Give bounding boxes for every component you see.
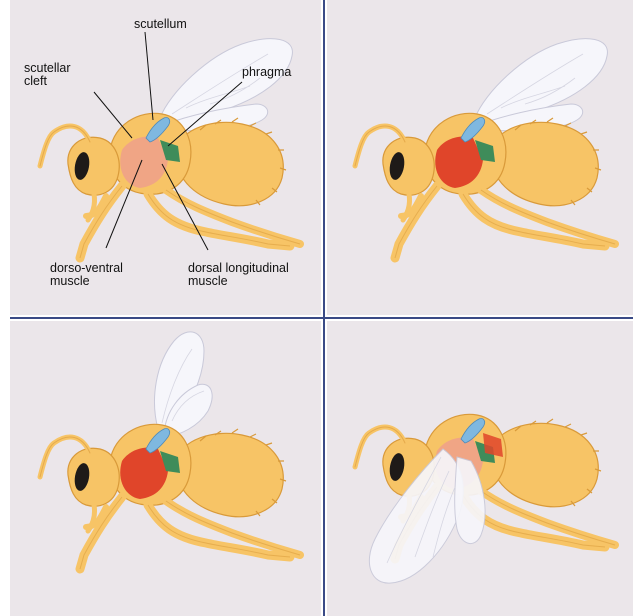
bee-body: [40, 113, 300, 258]
wing-raised: [475, 39, 607, 131]
panel-stage-2: [327, 0, 633, 315]
panel-stage-4: [327, 321, 633, 616]
label-scutellum: scutellum: [134, 18, 187, 31]
label-dorsal-longitudinal-muscle: dorsal longitudinal muscle: [188, 262, 289, 288]
label-scutellar-cleft: scutellar cleft: [24, 62, 71, 88]
bee-body: [40, 424, 300, 569]
bee-illustration-stage-4: [327, 321, 633, 616]
vertical-divider: [323, 0, 325, 616]
label-scutellar-cleft-line2: cleft: [24, 75, 71, 88]
horizontal-divider: [10, 317, 633, 319]
label-dorso-ventral-line2: muscle: [50, 275, 123, 288]
label-phragma: phragma: [242, 66, 291, 79]
bee-body: [355, 113, 615, 258]
bee-illustration-stage-3: [10, 321, 321, 616]
panel-annotated-relaxed: scutellum scutellar cleft phragma dorso-…: [10, 0, 321, 315]
wing-vertical: [155, 332, 213, 437]
label-scutellum-text: scutellum: [134, 18, 187, 31]
bee-illustration-stage-2: [327, 0, 633, 315]
wing-raised: [160, 39, 292, 131]
label-dorso-ventral-muscle: dorso-ventral muscle: [50, 262, 123, 288]
label-phragma-text: phragma: [242, 66, 291, 79]
label-dorsal-longitudinal-line2: muscle: [188, 275, 289, 288]
panel-stage-3: [10, 321, 321, 616]
